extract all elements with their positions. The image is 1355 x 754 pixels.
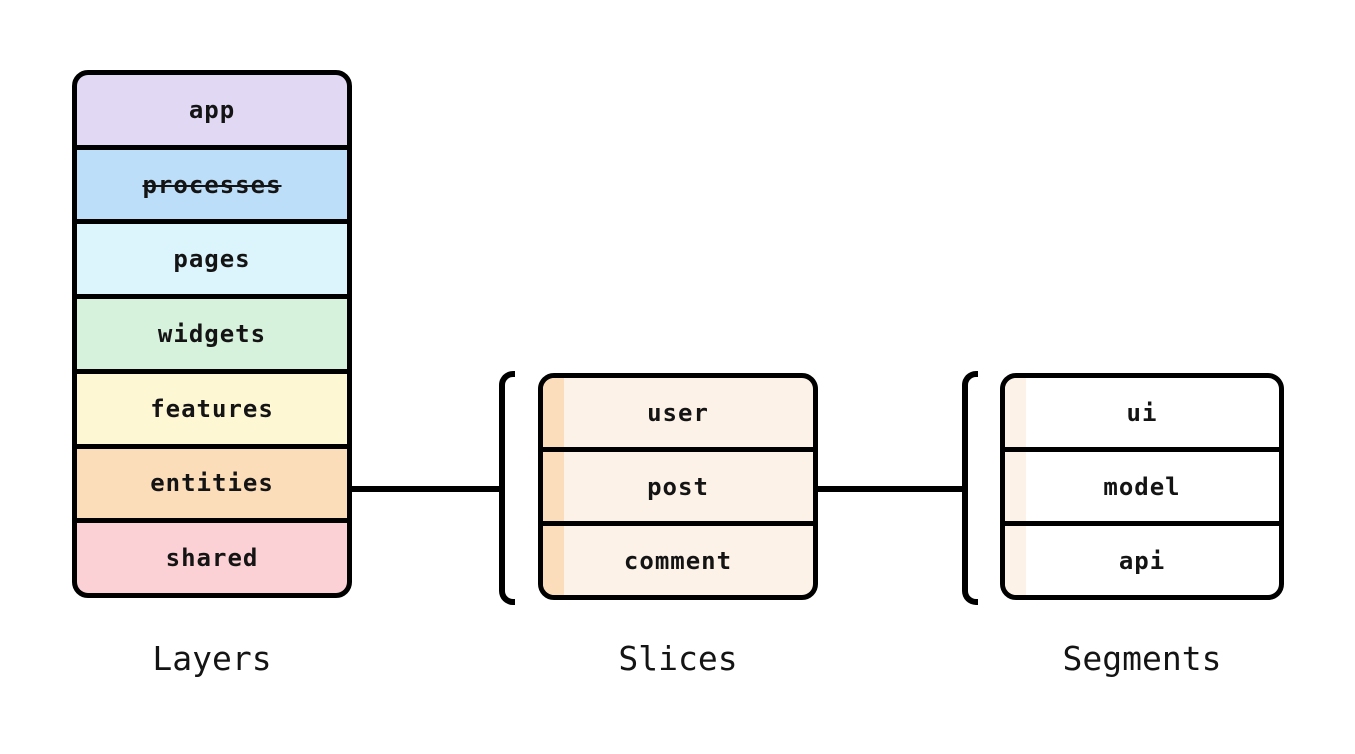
segment-stripe xyxy=(1005,452,1026,521)
segment-row-api: api xyxy=(1005,526,1279,595)
segment-row-ui: ui xyxy=(1005,378,1279,447)
layer-row-processes: processes xyxy=(77,149,347,220)
layer-label-pages: pages xyxy=(173,245,251,274)
slices-bracket xyxy=(499,371,515,605)
segment-row-model: model xyxy=(1005,452,1279,521)
layer-row-shared: shared xyxy=(77,523,347,593)
segment-label-ui: ui xyxy=(1126,398,1158,427)
layers-stack: app processes pages widgets features ent… xyxy=(72,70,352,598)
slice-row-comment: comment xyxy=(543,526,813,595)
segment-stripe xyxy=(1005,378,1026,447)
segments-bracket xyxy=(962,371,978,605)
segments-stack: ui model api xyxy=(1000,373,1284,600)
segment-label-model: model xyxy=(1103,472,1181,501)
layer-row-app: app xyxy=(77,75,347,145)
layer-label-features: features xyxy=(150,394,274,423)
slice-row-post: post xyxy=(543,452,813,521)
layer-label-shared: shared xyxy=(165,544,259,573)
slice-label-user: user xyxy=(647,398,709,427)
layers-caption: Layers xyxy=(152,639,272,678)
layer-row-entities: entities xyxy=(77,448,347,519)
slices-stack: user post comment xyxy=(538,373,818,600)
layer-row-pages: pages xyxy=(77,224,347,295)
slices-caption: Slices xyxy=(618,639,738,678)
layer-row-widgets: widgets xyxy=(77,299,347,369)
layer-label-processes: processes xyxy=(142,170,282,199)
slice-stripe xyxy=(543,378,564,447)
connector-layers-to-slices xyxy=(350,486,502,492)
layer-row-features: features xyxy=(77,373,347,444)
layer-label-entities: entities xyxy=(150,469,274,498)
slice-stripe xyxy=(543,452,564,521)
slice-label-post: post xyxy=(647,472,709,501)
layer-label-widgets: widgets xyxy=(157,320,267,349)
connector-slices-to-segments xyxy=(816,486,965,492)
layer-label-app: app xyxy=(188,95,236,124)
segment-stripe xyxy=(1005,526,1026,595)
segments-caption: Segments xyxy=(1062,639,1222,678)
slice-stripe xyxy=(543,526,564,595)
slice-label-comment: comment xyxy=(623,546,733,575)
slice-row-user: user xyxy=(543,378,813,447)
segment-label-api: api xyxy=(1118,546,1166,575)
